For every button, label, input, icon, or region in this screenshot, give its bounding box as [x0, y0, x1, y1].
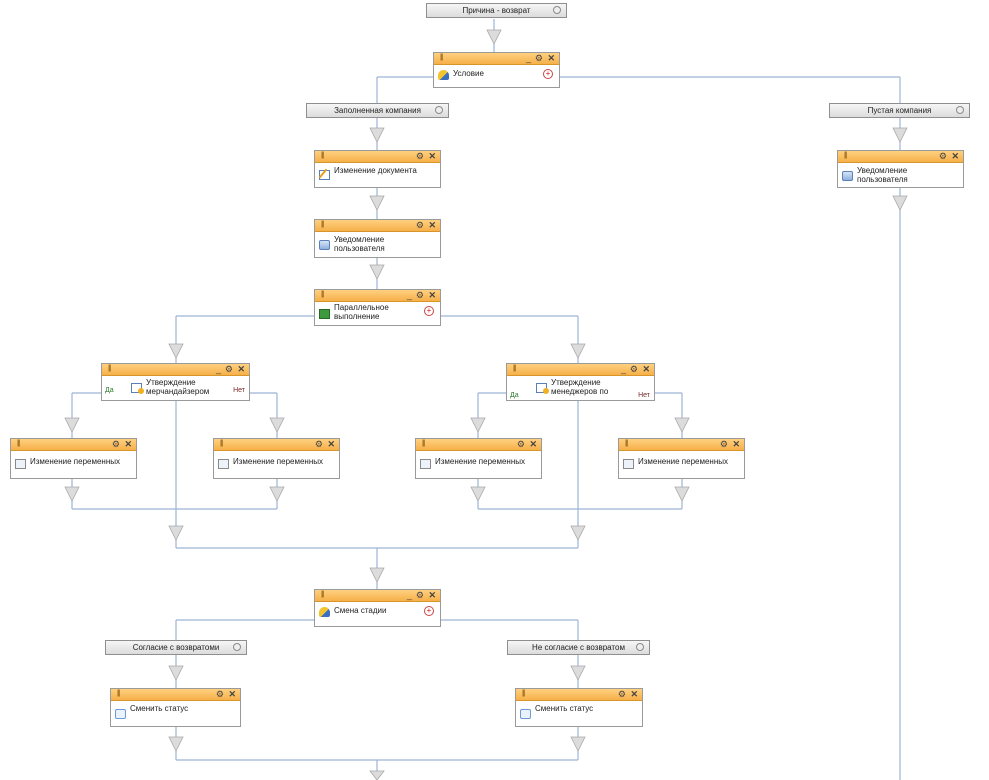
close-icon[interactable]: ✕ — [228, 689, 236, 699]
gear-icon[interactable] — [553, 6, 561, 14]
variables-icon — [218, 459, 229, 469]
close-icon[interactable]: ✕ — [630, 689, 638, 699]
notify-user-node[interactable]: ||| ⚙ ✕ Уведомление пользователя — [314, 219, 441, 258]
parallel-execution-node[interactable]: ||| _ ⚙ ✕ Параллельное выполнение + — [314, 289, 441, 326]
close-icon[interactable]: ✕ — [529, 439, 537, 449]
notification-icon — [842, 171, 853, 181]
close-icon[interactable]: ✕ — [124, 439, 132, 449]
variables-icon — [15, 459, 26, 469]
node-label: Уведомление пользователя — [334, 235, 385, 253]
node-label: Изменение переменных — [233, 457, 324, 466]
gear-icon[interactable]: ⚙ — [314, 439, 323, 449]
stage-change-node[interactable]: ||| _ ⚙ ✕ Смена стадии + — [314, 589, 441, 627]
close-icon[interactable]: ✕ — [642, 364, 650, 374]
add-branch-icon[interactable]: + — [543, 69, 553, 79]
minimize-icon[interactable]: _ — [406, 290, 412, 300]
node-label: Изменение переменных — [638, 457, 729, 466]
gear-icon[interactable] — [636, 643, 644, 651]
gear-icon[interactable]: ⚙ — [215, 689, 224, 699]
node-label: Смена стадии — [334, 606, 387, 615]
document-edit-icon — [319, 170, 330, 180]
approval-icon — [131, 383, 144, 394]
node-label: Сменить статус — [130, 704, 189, 713]
status-icon — [115, 709, 126, 719]
gear-icon[interactable]: ⚙ — [415, 151, 424, 161]
close-icon[interactable]: ✕ — [428, 590, 436, 600]
approval-merchandiser-node[interactable]: ||| _ ⚙ ✕ Да Утверждение мерчандайзером … — [101, 363, 250, 401]
close-icon[interactable]: ✕ — [428, 220, 436, 230]
gear-icon[interactable]: ⚙ — [719, 439, 728, 449]
approval-icon — [536, 383, 549, 394]
change-variables-node[interactable]: ||| ⚙ ✕ Изменение переменных — [213, 438, 340, 479]
stage-icon — [319, 607, 330, 617]
gear-icon[interactable] — [956, 106, 964, 114]
gear-icon[interactable]: ⚙ — [415, 590, 424, 600]
close-icon[interactable]: ✕ — [237, 364, 245, 374]
filled-campaign-bar[interactable]: Заполненная компания — [306, 103, 449, 118]
disagree-bar[interactable]: Не согласие с возвратом — [507, 640, 650, 655]
minimize-icon[interactable]: _ — [406, 590, 412, 600]
agree-label: Согласие с возвратоми — [132, 643, 220, 652]
close-icon[interactable]: ✕ — [428, 290, 436, 300]
empty-campaign-bar[interactable]: Пустая компания — [829, 103, 970, 118]
node-label: Условие — [453, 69, 484, 78]
minimize-icon[interactable]: _ — [215, 364, 221, 374]
gear-icon[interactable]: ⚙ — [617, 689, 626, 699]
gear-icon[interactable] — [435, 106, 443, 114]
gear-icon[interactable]: ⚙ — [415, 220, 424, 230]
filled-campaign-label: Заполненная компания — [334, 106, 421, 115]
gear-icon[interactable]: ⚙ — [516, 439, 525, 449]
close-icon[interactable]: ✕ — [428, 151, 436, 161]
change-variables-node[interactable]: ||| ⚙ ✕ Изменение переменных — [415, 438, 542, 479]
node-label: Изменение переменных — [30, 457, 121, 466]
change-variables-node[interactable]: ||| ⚙ ✕ Изменение переменных — [618, 438, 745, 479]
no-label: Нет — [638, 392, 650, 399]
add-branch-icon[interactable]: + — [424, 306, 434, 316]
disagree-label: Не согласие с возвратом — [532, 643, 625, 652]
yes-label: Да — [510, 392, 519, 399]
yes-label: Да — [105, 387, 114, 394]
node-label: Утверждение менеджеров по — [551, 378, 609, 396]
node-label: Изменение переменных — [435, 457, 526, 466]
condition-node[interactable]: ||| _ ⚙ ✕ Условие + — [433, 52, 560, 88]
minimize-icon[interactable]: _ — [525, 53, 531, 63]
set-status-node[interactable]: ||| ⚙ ✕ Сменить статус — [515, 688, 643, 727]
set-status-node[interactable]: ||| ⚙ ✕ Сменить статус — [110, 688, 241, 727]
node-label: Сменить статус — [535, 704, 594, 713]
agree-bar[interactable]: Согласие с возвратоми — [105, 640, 247, 655]
close-icon[interactable]: ✕ — [327, 439, 335, 449]
gear-icon[interactable]: ⚙ — [629, 364, 638, 374]
start-bar-label: Причина - возврат — [462, 6, 531, 15]
gear-icon[interactable]: ⚙ — [224, 364, 233, 374]
no-label: Нет — [233, 387, 245, 394]
node-label: Уведомление пользователя — [857, 166, 908, 184]
gear-icon[interactable]: ⚙ — [534, 53, 543, 63]
close-icon[interactable]: ✕ — [951, 151, 959, 161]
gear-icon[interactable] — [233, 643, 241, 651]
gear-icon[interactable]: ⚙ — [111, 439, 120, 449]
minimize-icon[interactable]: _ — [620, 364, 626, 374]
change-document-node[interactable]: ||| ⚙ ✕ Изменение документа — [314, 150, 441, 188]
node-label: Параллельное выполнение — [334, 303, 389, 321]
add-branch-icon[interactable]: + — [424, 606, 434, 616]
close-icon[interactable]: ✕ — [732, 439, 740, 449]
gear-icon[interactable]: ⚙ — [415, 290, 424, 300]
gear-icon[interactable]: ⚙ — [938, 151, 947, 161]
empty-campaign-label: Пустая компания — [867, 106, 932, 115]
close-icon[interactable]: ✕ — [547, 53, 555, 63]
status-icon — [520, 709, 531, 719]
node-label: Утверждение мерчандайзером — [146, 378, 210, 396]
change-variables-node[interactable]: ||| ⚙ ✕ Изменение переменных — [10, 438, 137, 479]
parallel-icon — [319, 309, 330, 319]
variables-icon — [623, 459, 634, 469]
node-label: Изменение документа — [334, 166, 417, 175]
notify-user-node-right[interactable]: ||| ⚙ ✕ Уведомление пользователя — [837, 150, 964, 188]
condition-icon — [438, 70, 449, 80]
approval-managers-node[interactable]: ||| _ ⚙ ✕ Да Утверждение менеджеров по Н… — [506, 363, 655, 401]
notification-icon — [319, 240, 330, 250]
variables-icon — [420, 459, 431, 469]
start-bar[interactable]: Причина - возврат — [426, 3, 567, 18]
